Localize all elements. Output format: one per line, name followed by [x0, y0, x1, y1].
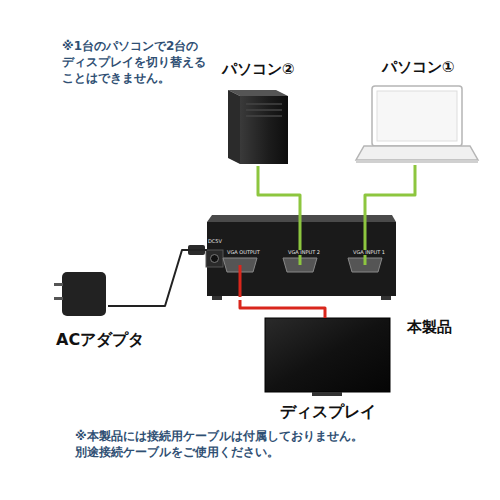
vga-cable	[239, 265, 242, 297]
pc-node: パソコン②	[226, 88, 290, 166]
note-text: ※1台のパソコンで2台の ディスプレイを切り替える ことはできません。	[62, 38, 227, 87]
display-screen	[265, 318, 390, 392]
laptop-pc	[356, 86, 478, 163]
drive-bay	[246, 103, 282, 105]
tower-side	[228, 90, 240, 164]
display-node: ディスプレイ	[265, 318, 390, 396]
adapter-body	[62, 272, 106, 316]
vga-cable	[299, 215, 302, 265]
port-label: VGA OUTPUT	[226, 250, 261, 255]
node-label: パソコン②	[222, 60, 295, 79]
node-label: ACアダプタ	[56, 330, 144, 351]
adapter-prong	[54, 297, 63, 300]
laptop-panel	[377, 91, 457, 141]
laptop-base	[356, 146, 478, 160]
cable-connector	[365, 165, 415, 215]
node-label: パソコン①	[382, 58, 455, 77]
dc-jack-hole	[211, 255, 219, 263]
display-stand	[312, 392, 342, 396]
drive-bay	[246, 115, 282, 117]
laptop-edge	[356, 160, 478, 163]
cable-connector	[108, 250, 207, 306]
drive-bay	[246, 109, 282, 111]
adapter-node: ACアダプタ	[54, 270, 108, 318]
cable-connector	[240, 300, 325, 318]
adapter-prong	[54, 283, 63, 286]
port-label: VGA INPUT 1	[352, 250, 386, 255]
laptop-screen	[372, 86, 462, 146]
vga-cable	[364, 215, 367, 265]
port-label: VGA INPUT 2	[287, 250, 321, 255]
switch-foot	[381, 296, 391, 300]
tower-front	[240, 96, 288, 164]
tower-pc	[228, 90, 288, 164]
dc-jack	[206, 250, 223, 267]
cable-connector	[258, 166, 300, 215]
display	[265, 318, 390, 396]
node-label: ディスプレイ	[280, 402, 376, 423]
pc-node: パソコン①	[356, 85, 480, 165]
device-node: 本製品	[207, 215, 396, 300]
node-label: 本製品	[407, 318, 452, 337]
switch-foot	[212, 296, 222, 300]
note-text: ※本製品には接続用ケーブルは付属しておりません。 別途接続ケーブルをご使用くださ…	[75, 428, 415, 460]
port-label: DC5V	[207, 239, 223, 244]
switch-box	[206, 215, 396, 300]
